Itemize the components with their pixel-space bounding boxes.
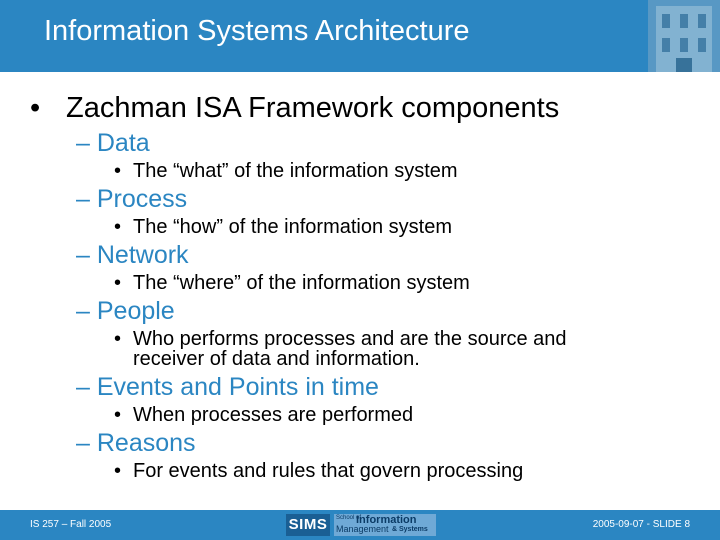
detail-text: The “what” of the information system — [133, 160, 458, 182]
item-network: – Network — [76, 241, 189, 269]
item-data-detail: • The “what” of the information system — [114, 161, 458, 181]
bullet-icon: • — [114, 216, 122, 238]
item-reasons-detail: • For events and rules that govern proce… — [114, 461, 523, 481]
item-people: – People — [76, 297, 175, 325]
item-label: Events and Points in time — [96, 373, 379, 401]
item-label: Data — [96, 129, 150, 157]
logo-school-text: School of Information Management & Syste… — [334, 514, 436, 536]
logo-sims-text: SIMS — [286, 514, 330, 536]
item-label: People — [96, 297, 175, 325]
bullet-icon: • — [114, 404, 122, 426]
item-data: – Data — [76, 129, 150, 157]
bullet-icon: • — [114, 160, 122, 182]
detail-text: The “where” of the information system — [133, 272, 470, 294]
detail-text: When processes are performed — [133, 404, 414, 426]
bullet-icon: • — [30, 92, 41, 124]
item-process: – Process — [76, 185, 188, 213]
item-process-detail: • The “how” of the information system — [114, 217, 452, 237]
bullet-icon: • — [114, 460, 122, 482]
detail-text: For events and rules that govern process… — [133, 460, 524, 482]
bullet-icon: • — [114, 328, 122, 350]
detail-text: Who performs processes and are the sourc… — [133, 328, 567, 350]
bullet-icon: • — [114, 272, 122, 294]
item-label: Process — [96, 185, 188, 213]
course-label: IS 257 – Fall 2005 — [30, 519, 112, 530]
slide-heading: Zachman ISA Framework components — [66, 92, 560, 124]
detail-text: The “how” of the information system — [133, 216, 453, 238]
item-events: – Events and Points in time — [76, 373, 379, 401]
slide-title: Information Systems Architecture — [44, 15, 470, 47]
slide-header: Information Systems Architecture — [0, 0, 720, 72]
slide-body: • Zachman ISA Framework components – Data… — [30, 92, 567, 481]
item-network-detail: • The “where” of the information system — [114, 273, 470, 293]
slide-footer: IS 257 – Fall 2005 SIMS School of Inform… — [0, 510, 720, 540]
item-events-detail: • When processes are performed — [114, 405, 413, 425]
item-reasons: – Reasons — [76, 429, 196, 457]
item-label: Reasons — [96, 429, 196, 457]
sims-logo: SIMS School of Information Management & … — [286, 514, 436, 536]
heading-bullet-line: • Zachman ISA Framework components — [30, 92, 559, 125]
building-photo — [648, 0, 720, 72]
item-label: Network — [96, 241, 189, 269]
item-people-detail: • Who performs processes and are the sou… — [114, 329, 567, 369]
detail-text: receiver of data and information. — [133, 348, 420, 370]
slide-number: 2005-09-07 - SLIDE 8 — [592, 519, 690, 530]
